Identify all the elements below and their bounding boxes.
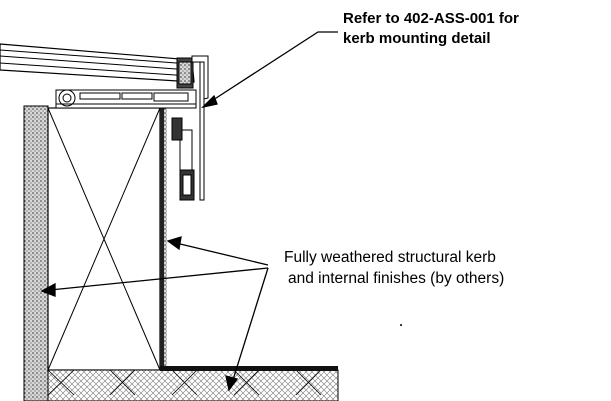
bottom-annotation-line1: Fully weathered structural kerb bbox=[284, 249, 496, 266]
floor-slab bbox=[47, 366, 339, 401]
leader-top bbox=[200, 31, 338, 109]
kerb-membrane bbox=[160, 108, 167, 370]
timber-kerb bbox=[47, 107, 161, 371]
left-wall bbox=[23, 105, 49, 401]
leader-bottom bbox=[40, 236, 269, 392]
bottom-annotation-line2: and internal finishes (by others) bbox=[288, 270, 504, 287]
stray-dot bbox=[400, 324, 402, 326]
top-annotation-line2: kerb mounting detail bbox=[343, 30, 491, 47]
rooflight-frame bbox=[0, 43, 209, 201]
top-annotation-line1: Refer to 402-ASS-001 for bbox=[343, 10, 519, 27]
